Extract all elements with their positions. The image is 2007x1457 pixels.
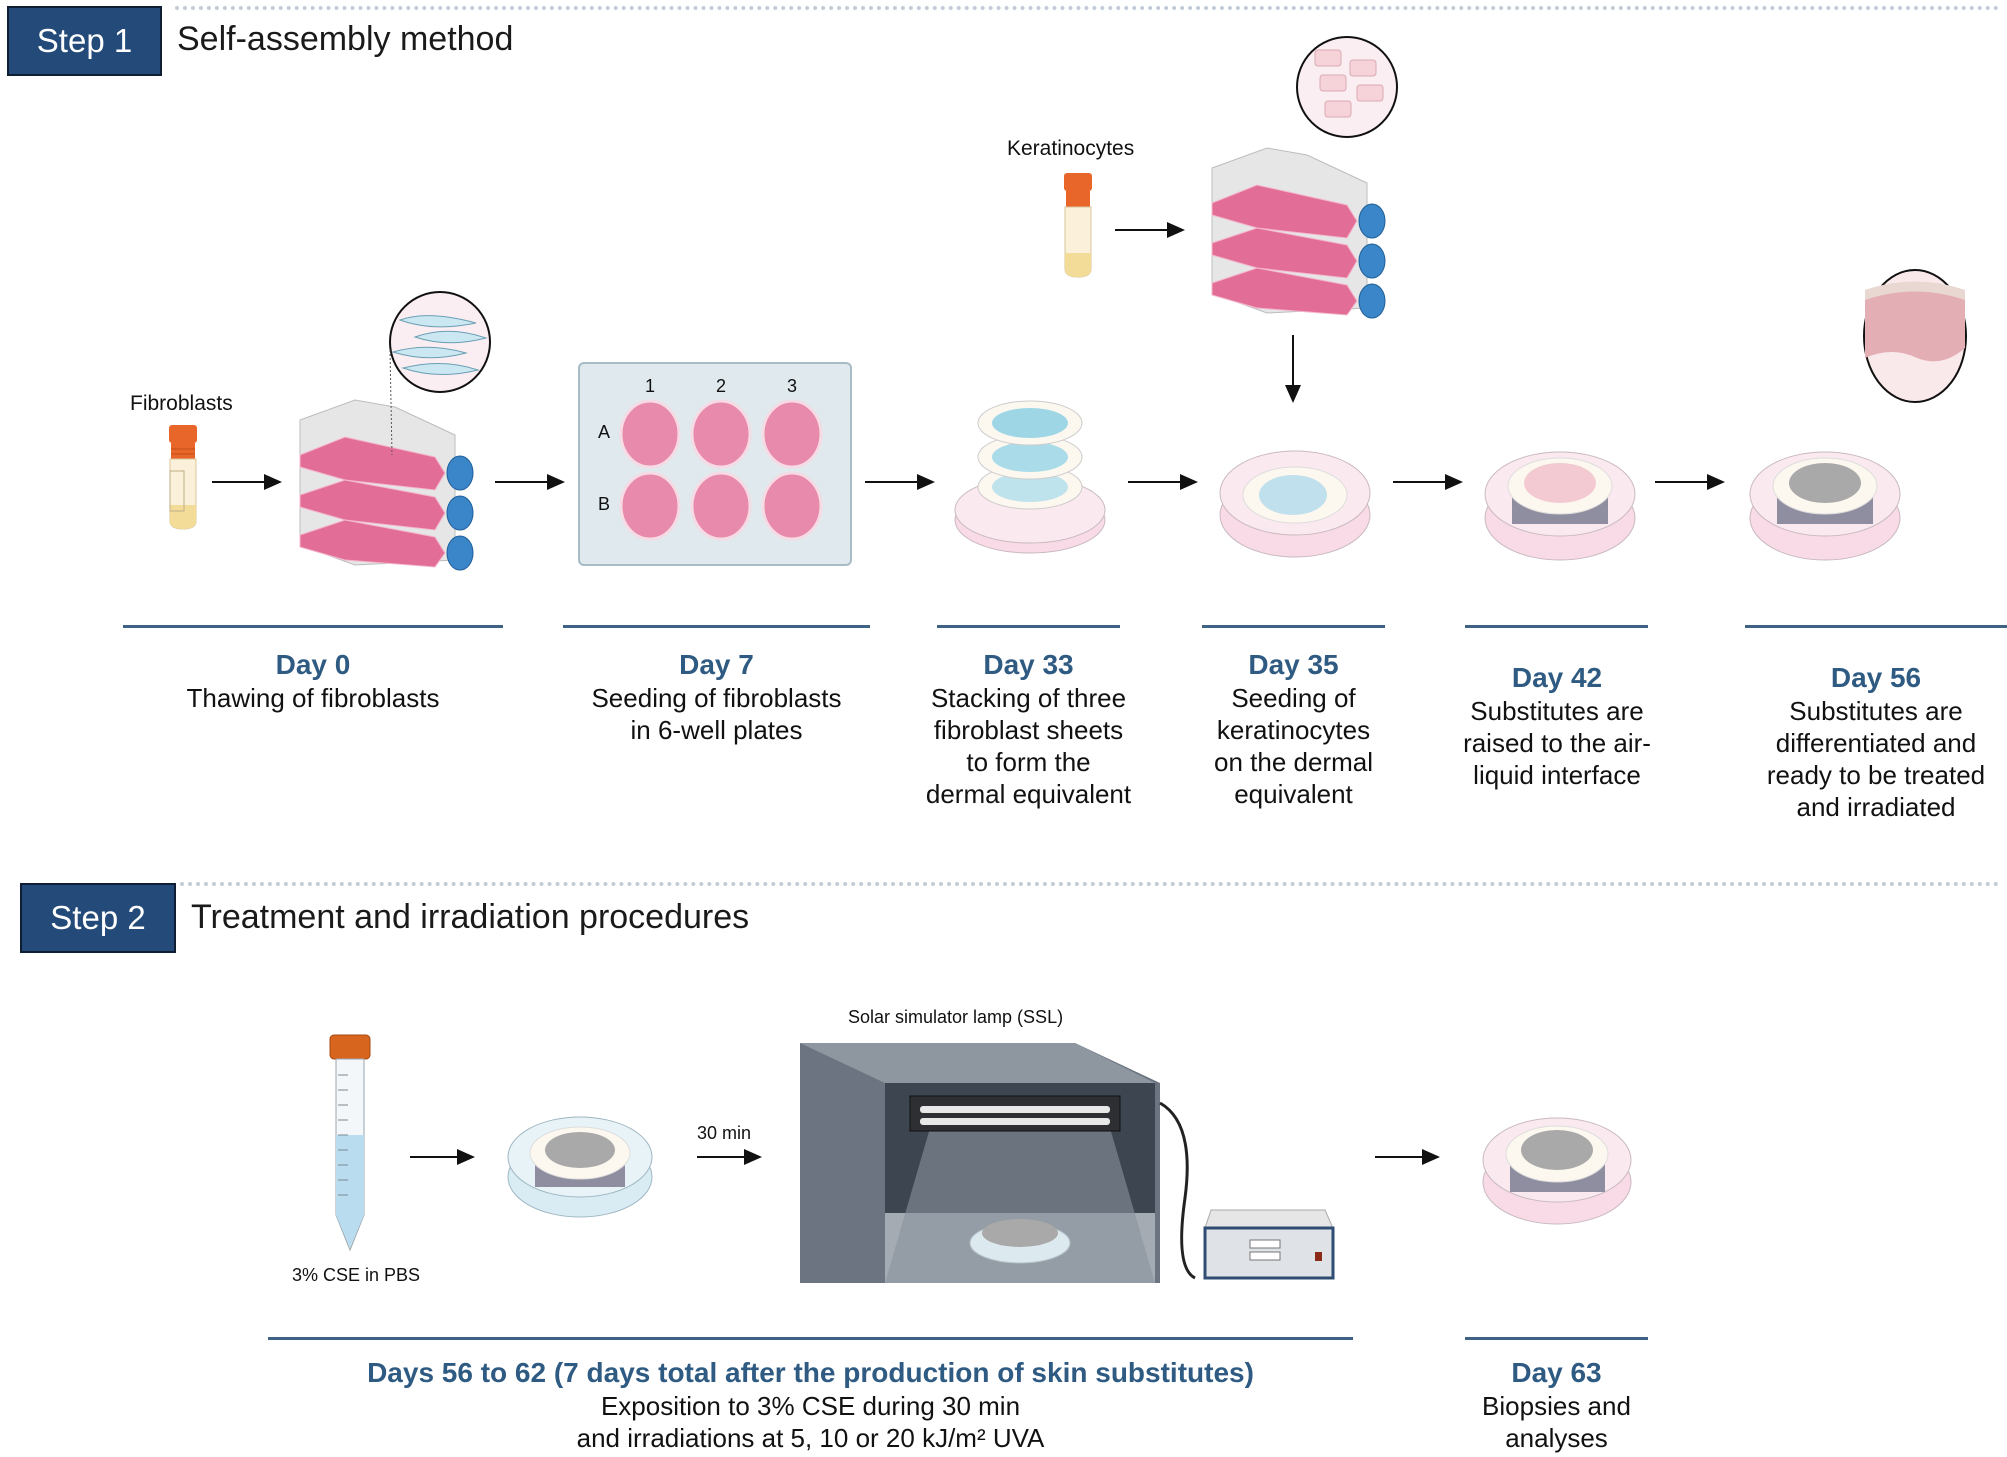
stage-day-label: Day 63 [1511, 1357, 1602, 1388]
lamp-label: Solar simulator lamp (SSL) [848, 1007, 1064, 1027]
stage-description: Seeding of fibroblasts [591, 683, 842, 713]
plate-column-label: 3 [787, 376, 798, 396]
stage-day-label: Day 7 [679, 649, 754, 680]
plate-wells [619, 399, 823, 541]
stage-rule [268, 1337, 1353, 1340]
stage-description: to form the [966, 747, 1091, 777]
culture-flask-stack-icon [299, 399, 474, 571]
stage-description: and irradiations at 5, 10 or 20 kJ/m² UV… [576, 1423, 1045, 1453]
stage-description: Biopsies and [1482, 1391, 1631, 1421]
stage-description: on the dermal [1214, 747, 1373, 777]
plate-row-label: B [598, 494, 611, 514]
stage-day0: Day 0 Thawing of fibroblasts [123, 648, 503, 714]
plate-row-label: A [598, 422, 611, 442]
treated-dish-icon [507, 1116, 653, 1218]
stage-description: Substitutes are [1789, 696, 1963, 726]
stage-description: fibroblast sheets [933, 715, 1124, 745]
arrow-icon [1375, 1149, 1440, 1165]
arrow-icon [1115, 222, 1185, 238]
six-well-plate: 1 2 3 A B [578, 362, 852, 566]
stage-description: keratinocytes [1216, 715, 1371, 745]
stage-day35: Day 35 Seeding of keratinocytes on the d… [1192, 648, 1395, 810]
keratinocytes-label: Keratinocytes [1007, 137, 1135, 160]
arrow-icon [1128, 474, 1198, 490]
stage-day-label: Days 56 to 62 (7 days total after the pr… [367, 1357, 1254, 1388]
stage-description: raised to the air- [1463, 728, 1651, 758]
conical-tube-icon [329, 1034, 371, 1252]
keratinocyte-flask-stack-icon [1211, 147, 1386, 319]
stage-description: in 6-well plates [630, 715, 803, 745]
step1-title: Self-assembly method [177, 20, 514, 58]
stage-day-label: Day 35 [1248, 649, 1339, 680]
stage-day33: Day 33 Stacking of three fibroblast shee… [917, 648, 1140, 810]
stage-day56: Day 56 Substitutes are differentiated an… [1735, 661, 2007, 823]
stage-description: analyses [1505, 1423, 1608, 1453]
well [619, 399, 681, 469]
arrow-icon [495, 474, 565, 490]
stage-rule [1465, 1337, 1648, 1340]
arrow-icon [1655, 474, 1725, 490]
arrow-icon [212, 474, 282, 490]
stage-day-label: Day 42 [1511, 662, 1603, 693]
stage-rule [1465, 625, 1648, 628]
arrow-icon [1393, 474, 1463, 490]
stage-day-label: Day 33 [983, 649, 1074, 680]
fibroblast-vial-icon [169, 425, 197, 530]
step2-badge-label: Step 2 [50, 899, 146, 936]
well [690, 399, 752, 469]
stacking-dish-icon [954, 400, 1106, 554]
stage-day7: Day 7 Seeding of fibroblasts in 6-well p… [563, 648, 870, 746]
stage-description: and irradiated [1796, 792, 1956, 822]
well [761, 471, 823, 541]
stage-rule [1745, 625, 2007, 628]
stage-description: differentiated and [1775, 728, 1977, 758]
fibroblast-magnifier-icon [389, 291, 491, 456]
stage-rule [937, 625, 1120, 628]
solar-simulator-lamp-icon [800, 1043, 1196, 1283]
plate-column-label: 2 [716, 376, 727, 396]
stage-description: liquid interface [1473, 760, 1641, 790]
step1-divider [175, 6, 2000, 10]
arrow-icon [865, 474, 935, 490]
fibroblasts-label: Fibroblasts [130, 392, 233, 415]
stage-description: dermal equivalent [925, 779, 1132, 809]
step1-badge-label: Step 1 [36, 22, 133, 59]
arrow-down-icon [1285, 335, 1301, 403]
well [761, 399, 823, 469]
stage-description: ready to be treated [1766, 760, 1986, 790]
stage-rule [563, 625, 870, 628]
differentiated-dish-icon [1749, 451, 1901, 561]
stage-description: Seeding of [1231, 683, 1356, 713]
stage-rule [123, 625, 503, 628]
stage-description: equivalent [1234, 779, 1353, 809]
step2-divider [180, 882, 2000, 886]
stage-days56-62: Days 56 to 62 (7 days total after the pr… [268, 1356, 1353, 1454]
well [690, 471, 752, 541]
well [619, 471, 681, 541]
plate-column-label: 1 [645, 376, 656, 396]
stage-description: Stacking of three [930, 683, 1127, 713]
keratinocyte-vial-icon [1064, 173, 1092, 278]
time-label: 30 min [697, 1123, 752, 1143]
step2-title: Treatment and irradiation procedures [191, 898, 750, 936]
arrow-icon [697, 1149, 762, 1165]
seeded-dish-icon [1219, 450, 1371, 558]
stage-day63: Day 63 Biopsies and analyses [1445, 1356, 1668, 1454]
power-supply-icon [1203, 1209, 1335, 1280]
stage-day42: Day 42 Substitutes are raised to the air… [1447, 661, 1667, 791]
stage-description: Exposition to 3% CSE during 30 min [600, 1391, 1021, 1421]
keratinocyte-magnifier-icon [1296, 36, 1398, 138]
stage-day-label: Day 56 [1830, 662, 1922, 693]
step2-badge: Step 2 [20, 883, 176, 953]
stage-day-label: Day 0 [275, 649, 351, 680]
final-dish-icon [1482, 1117, 1632, 1225]
step1-badge: Step 1 [7, 6, 162, 76]
stage-rule [1202, 625, 1385, 628]
tube-label: 3% CSE in PBS [292, 1265, 421, 1285]
skin-magnifier-icon [1863, 269, 1967, 403]
stage-description: Thawing of fibroblasts [186, 683, 440, 713]
stage-description: Substitutes are [1470, 696, 1644, 726]
air-liquid-dish-icon [1484, 451, 1636, 561]
arrow-icon [410, 1149, 475, 1165]
